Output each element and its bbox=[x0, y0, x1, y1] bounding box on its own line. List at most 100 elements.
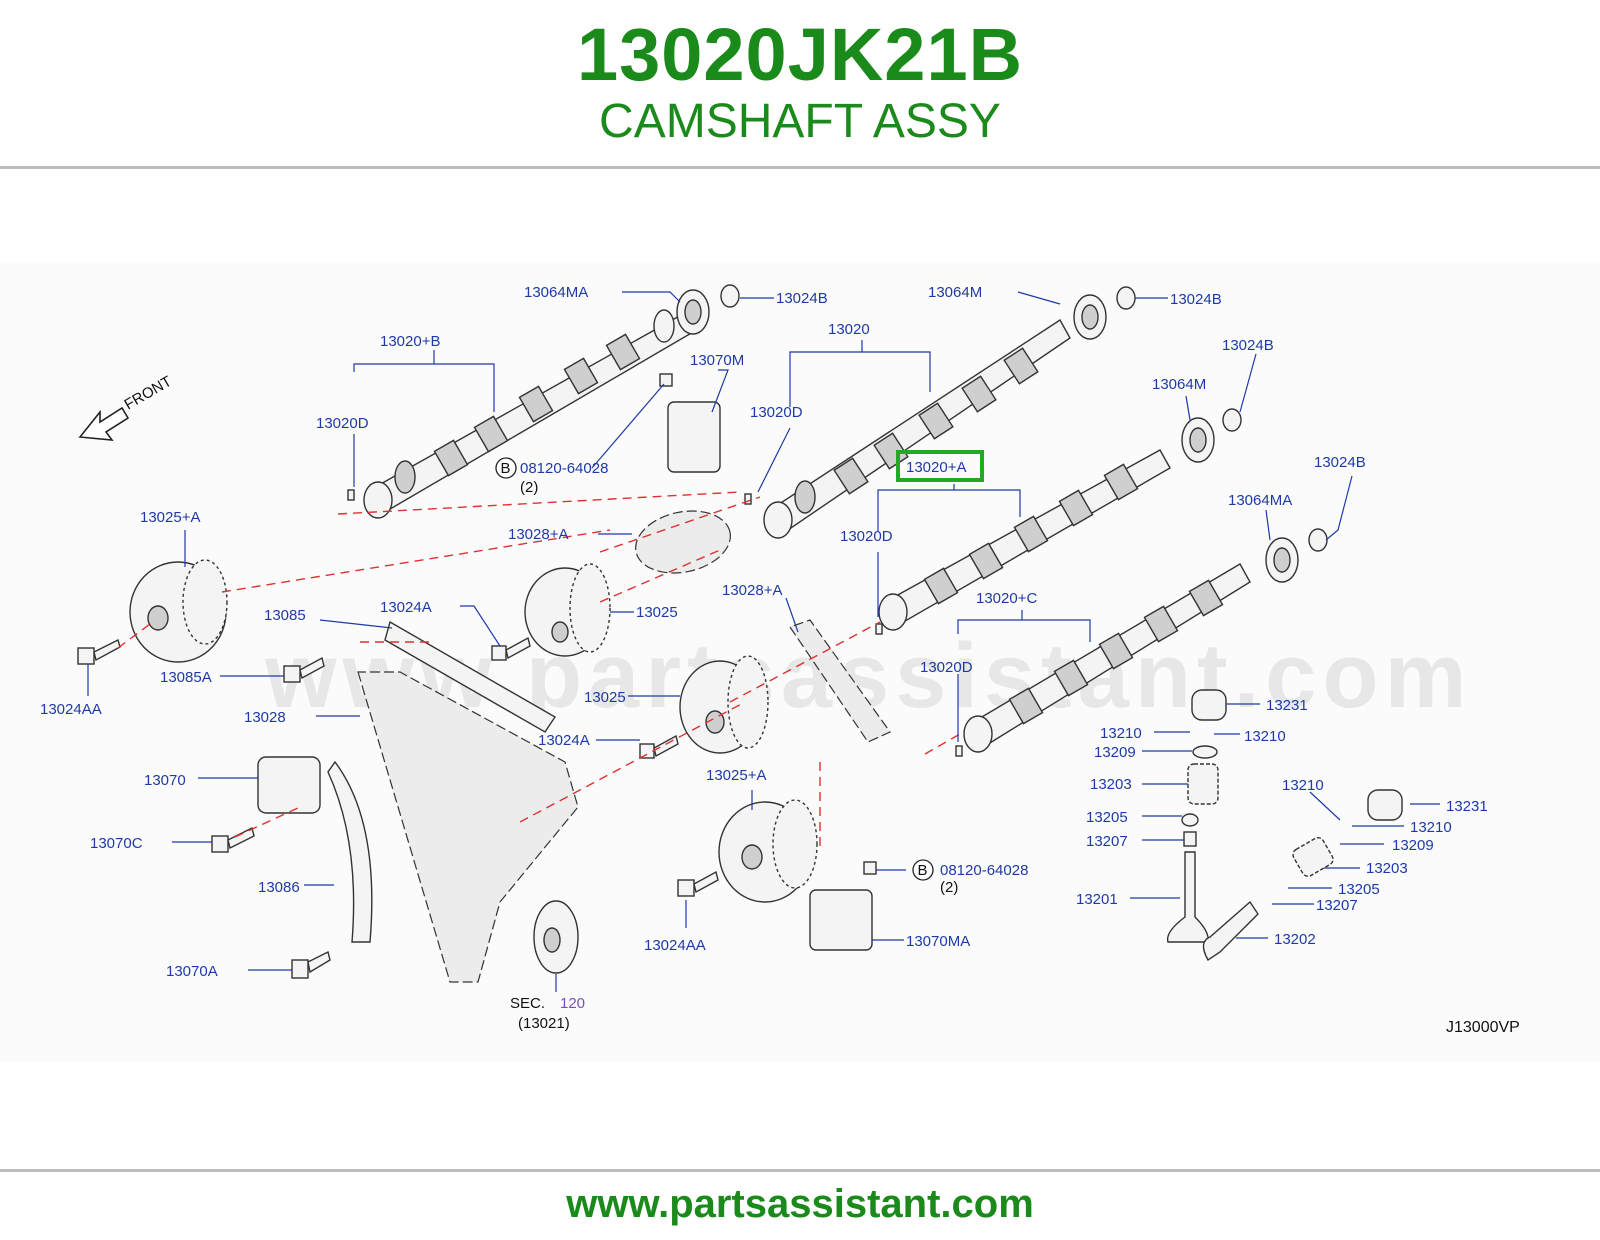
label-13070m: 13070M bbox=[690, 352, 744, 369]
tensioner-13070 bbox=[257, 756, 321, 814]
leader-13085 bbox=[319, 619, 393, 629]
bracket-13020a bbox=[877, 489, 1021, 532]
leader-13064m-1 bbox=[1017, 291, 1061, 305]
seal-13064ma-2 bbox=[1265, 537, 1299, 583]
align-line-3 bbox=[221, 529, 611, 593]
chain-13028a-1 bbox=[635, 510, 731, 574]
label-13202: 13202 bbox=[1274, 931, 1316, 948]
camshaft-c bbox=[963, 563, 1251, 753]
label-13024b-4: 13024B bbox=[1314, 454, 1366, 471]
plug-13024b-4 bbox=[1308, 528, 1328, 552]
exploded-diagram: www.partsassistant.com FRONT bbox=[40, 284, 1520, 1036]
label-13207-1: 13207 bbox=[1086, 833, 1128, 850]
retainer-13209-1 bbox=[1192, 745, 1218, 759]
bolt-13085a bbox=[283, 656, 325, 683]
dowel-pin-2 bbox=[744, 493, 752, 505]
label-13020d-3: 13020D bbox=[840, 528, 893, 545]
label-13020d-1: 13020D bbox=[316, 415, 369, 432]
sec-ref-sub: (13021) bbox=[518, 1015, 570, 1032]
plug-13024b-2 bbox=[1116, 286, 1136, 310]
label-13020d-2: 13020D bbox=[750, 404, 803, 421]
label-13028: 13028 bbox=[244, 709, 286, 726]
seal-13207-1 bbox=[1183, 831, 1197, 847]
badge-b-2: B bbox=[912, 859, 934, 881]
bolt-08120-1 bbox=[659, 373, 673, 387]
dowel-pin-4 bbox=[955, 745, 963, 757]
align-line-11 bbox=[117, 623, 151, 649]
label-13024b-3: 13024B bbox=[1222, 337, 1274, 354]
sprocket-13025-2 bbox=[679, 655, 769, 754]
label-13231-2: 13231 bbox=[1446, 798, 1488, 815]
leader-13064ma-2 bbox=[1265, 509, 1271, 541]
leader-13024b-4 bbox=[1325, 475, 1353, 541]
tensioner-13070ma bbox=[809, 889, 873, 951]
leader-08120-1 bbox=[591, 383, 665, 469]
tensioner-13070m bbox=[667, 401, 721, 473]
label-13085a: 13085A bbox=[160, 669, 212, 686]
align-line-1 bbox=[337, 491, 741, 515]
bolt-13070c bbox=[211, 826, 255, 853]
label-13086: 13086 bbox=[258, 879, 300, 896]
label-13020a-highlighted: 13020+A bbox=[906, 459, 966, 476]
label-13020: 13020 bbox=[828, 321, 870, 338]
leader-13020d-2 bbox=[757, 427, 791, 493]
label-13201: 13201 bbox=[1076, 891, 1118, 908]
label-13064ma-top: 13064MA bbox=[524, 284, 588, 301]
label-13210-1: 13210 bbox=[1100, 725, 1142, 742]
label-08120-qty-1: (2) bbox=[520, 479, 538, 496]
leader-13028a-2 bbox=[785, 597, 799, 633]
sprocket-13025a-2 bbox=[718, 799, 818, 903]
label-13210-2: 13210 bbox=[1244, 728, 1286, 745]
badge-b-1: B bbox=[495, 457, 517, 479]
label-13210-4: 13210 bbox=[1410, 819, 1452, 836]
bolt-13024aa-2 bbox=[677, 870, 719, 897]
diagram-code: J13000VP bbox=[1446, 1019, 1520, 1036]
seal-13064m-2 bbox=[1181, 417, 1215, 463]
label-13064ma-2: 13064MA bbox=[1228, 492, 1292, 509]
label-13209-1: 13209 bbox=[1094, 744, 1136, 761]
sprocket-13025-1 bbox=[524, 563, 611, 657]
label-13205-2: 13205 bbox=[1338, 881, 1380, 898]
footer-url[interactable]: www.partsassistant.com bbox=[566, 1182, 1034, 1226]
align-line-6 bbox=[924, 733, 961, 755]
label-13070: 13070 bbox=[144, 772, 186, 789]
camshaft-a bbox=[878, 449, 1171, 631]
valve-13201 bbox=[1166, 851, 1209, 943]
seat-13205-1 bbox=[1181, 813, 1199, 827]
label-13028a-2: 13028+A bbox=[722, 582, 782, 599]
highlight-box bbox=[896, 450, 984, 482]
label-13203-1: 13203 bbox=[1090, 776, 1132, 793]
bolt-08120-2 bbox=[863, 861, 877, 875]
top-divider bbox=[0, 166, 1600, 169]
label-13070a: 13070A bbox=[166, 963, 218, 980]
leader-13064m-2 bbox=[1185, 395, 1191, 421]
camshaft-b bbox=[363, 309, 701, 519]
bracket-13020b bbox=[353, 363, 495, 412]
label-08120-qty-2: (2) bbox=[940, 879, 958, 896]
align-line-2 bbox=[599, 496, 761, 553]
part-number-title: 13020JK21B bbox=[576, 13, 1024, 96]
plug-13024b-1 bbox=[720, 284, 740, 308]
guide-13085 bbox=[384, 620, 556, 733]
align-line-5 bbox=[729, 621, 881, 703]
label-13020d-4: 13020D bbox=[920, 659, 973, 676]
label-13024a-1: 13024A bbox=[380, 599, 432, 616]
leader-13064ma-top bbox=[622, 291, 681, 303]
plug-13024b-3 bbox=[1222, 408, 1242, 432]
label-13207-2: 13207 bbox=[1316, 897, 1358, 914]
guide-13086 bbox=[327, 760, 373, 943]
leader-13070m bbox=[711, 369, 729, 413]
part-name-subtitle: CAMSHAFT ASSY bbox=[599, 95, 1001, 148]
label-08120-1: 08120-64028 bbox=[520, 460, 608, 477]
label-13024aa-2: 13024AA bbox=[644, 937, 706, 954]
label-13020c: 13020+C bbox=[976, 590, 1037, 607]
diagram-area: www.partsassistant.com FRONT bbox=[0, 262, 1600, 1062]
label-13028a-1: 13028+A bbox=[508, 526, 568, 543]
label-13025a-2: 13025+A bbox=[706, 767, 766, 784]
chain-13028 bbox=[357, 671, 579, 983]
sec-ref-link[interactable]: 120 bbox=[560, 995, 585, 1012]
header: 13020JK21B CAMSHAFT ASSY bbox=[0, 0, 1600, 170]
label-13024aa-1: 13024AA bbox=[40, 701, 102, 718]
front-label: FRONT bbox=[122, 373, 175, 414]
seal-13064ma-top bbox=[676, 289, 710, 335]
